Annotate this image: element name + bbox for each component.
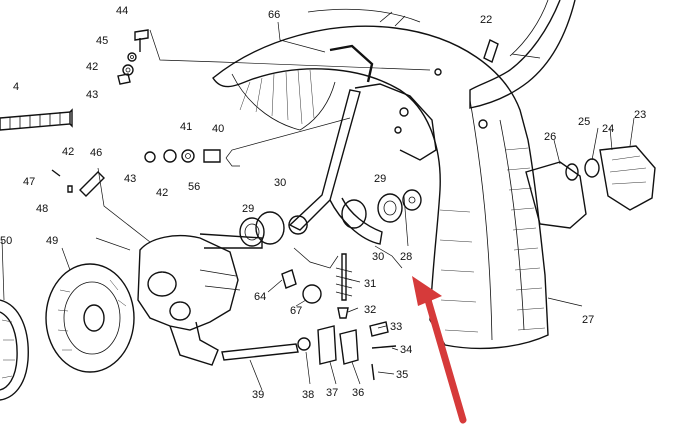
callout-33: 33 [390,321,402,333]
callout-34: 34 [400,344,412,356]
callout-35: 35 [396,369,408,381]
callout-64: 64 [254,291,266,303]
callout-43: 43 [124,173,136,185]
callout-28: 28 [400,251,412,263]
callout-42: 42 [86,61,98,73]
callout-46: 46 [90,147,102,159]
small-parts-lower [221,253,397,381]
callout-30: 30 [274,177,286,189]
callout-43: 43 [86,89,98,101]
callout-29: 29 [374,173,386,185]
callout-40: 40 [212,123,224,135]
callout-56: 56 [188,181,200,193]
callout-26: 26 [544,131,556,143]
axle [0,108,73,131]
small-parts-upper-left [51,29,221,197]
callout-67: 67 [290,305,302,317]
callout-48: 48 [36,203,48,215]
swing-arm [288,44,437,245]
callout-22: 22 [480,14,492,26]
callout-37: 37 [326,387,338,399]
callout-41: 41 [180,121,192,133]
callout-49: 49 [46,235,58,247]
bearings-and-seals [239,189,422,247]
callout-31: 31 [364,278,376,290]
callout-25: 25 [578,116,590,128]
leader-lines [1,21,635,391]
callout-44: 44 [116,5,128,17]
callout-42: 42 [62,146,74,158]
callout-38: 38 [302,389,314,401]
callout-36: 36 [352,387,364,399]
callout-labels: 44 45 42 43 66 22 4 41 40 43 42 56 42 46… [0,5,646,401]
mudguard [212,8,549,350]
brake-plate [45,263,135,373]
mudguard-hatching [239,69,546,333]
hub-housing [137,233,263,366]
callout-29: 29 [242,203,254,215]
callout-24: 24 [602,123,614,135]
end-cap-assembly [525,145,656,229]
callout-23: 23 [634,109,646,121]
callout-47: 47 [23,176,35,188]
callout-50: 50 [0,235,12,247]
wheel-rim [0,299,29,401]
callout-32: 32 [364,304,376,316]
callout-27: 27 [582,314,594,326]
callout-39: 39 [252,389,264,401]
callout-66: 66 [268,9,280,21]
red-arrow-indicator [412,276,467,424]
callout-42: 42 [156,187,168,199]
callout-45: 45 [96,35,108,47]
frame-tube [469,0,576,109]
callout-4: 4 [13,81,19,93]
callout-30: 30 [372,251,384,263]
